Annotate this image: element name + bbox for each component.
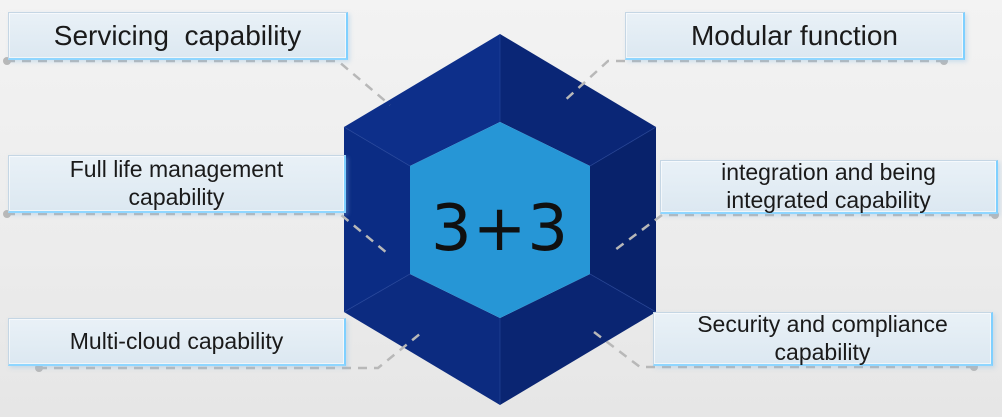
label-full-life-line1: Full life management bbox=[69, 156, 284, 183]
outer-hex-face-bottom-left bbox=[344, 274, 500, 405]
label-security-line2: capability bbox=[774, 338, 871, 365]
outer-hex-face-right bbox=[590, 127, 656, 312]
label-integration-line2: integrated capability bbox=[726, 186, 931, 213]
connector-modular bbox=[561, 59, 945, 104]
label-security-compliance: Security and compliance capability bbox=[653, 311, 993, 366]
label-multi-cloud-capability: Multi-cloud capability bbox=[8, 318, 346, 366]
label-full-life-line2: capability bbox=[128, 183, 225, 210]
connectors bbox=[6, 59, 998, 370]
label-integration-capability: integration and being integrated capabil… bbox=[660, 159, 998, 214]
outer-hex-face-top-right bbox=[500, 34, 656, 166]
label-modular-text: Modular function bbox=[690, 19, 898, 51]
label-servicing-text: Servicing capability bbox=[53, 19, 302, 51]
label-servicing-capability: Servicing capability bbox=[8, 12, 348, 60]
label-security-line1: Security and compliance bbox=[697, 311, 948, 338]
label-full-life-management: Full life management capability bbox=[8, 155, 346, 213]
outer-hex-face-bottom-right bbox=[500, 274, 656, 405]
connector-servicing bbox=[6, 59, 391, 106]
connector-security bbox=[593, 331, 975, 369]
inner-hexagon bbox=[410, 122, 590, 318]
connector-integration bbox=[610, 213, 998, 255]
outer-hexagon bbox=[343, 34, 657, 405]
outer-hex-face-top-left bbox=[344, 34, 500, 166]
center-label: 3+3 bbox=[430, 192, 570, 266]
label-integration-line1: integration and being bbox=[721, 159, 936, 186]
outer-hex-face-left bbox=[344, 127, 410, 312]
label-multi-cloud-text: Multi-cloud capability bbox=[69, 327, 284, 354]
label-modular-function: Modular function bbox=[625, 12, 965, 60]
dot-multi-cloud bbox=[35, 364, 43, 372]
connector-full-life bbox=[6, 212, 388, 254]
connector-multi-cloud bbox=[38, 332, 422, 370]
